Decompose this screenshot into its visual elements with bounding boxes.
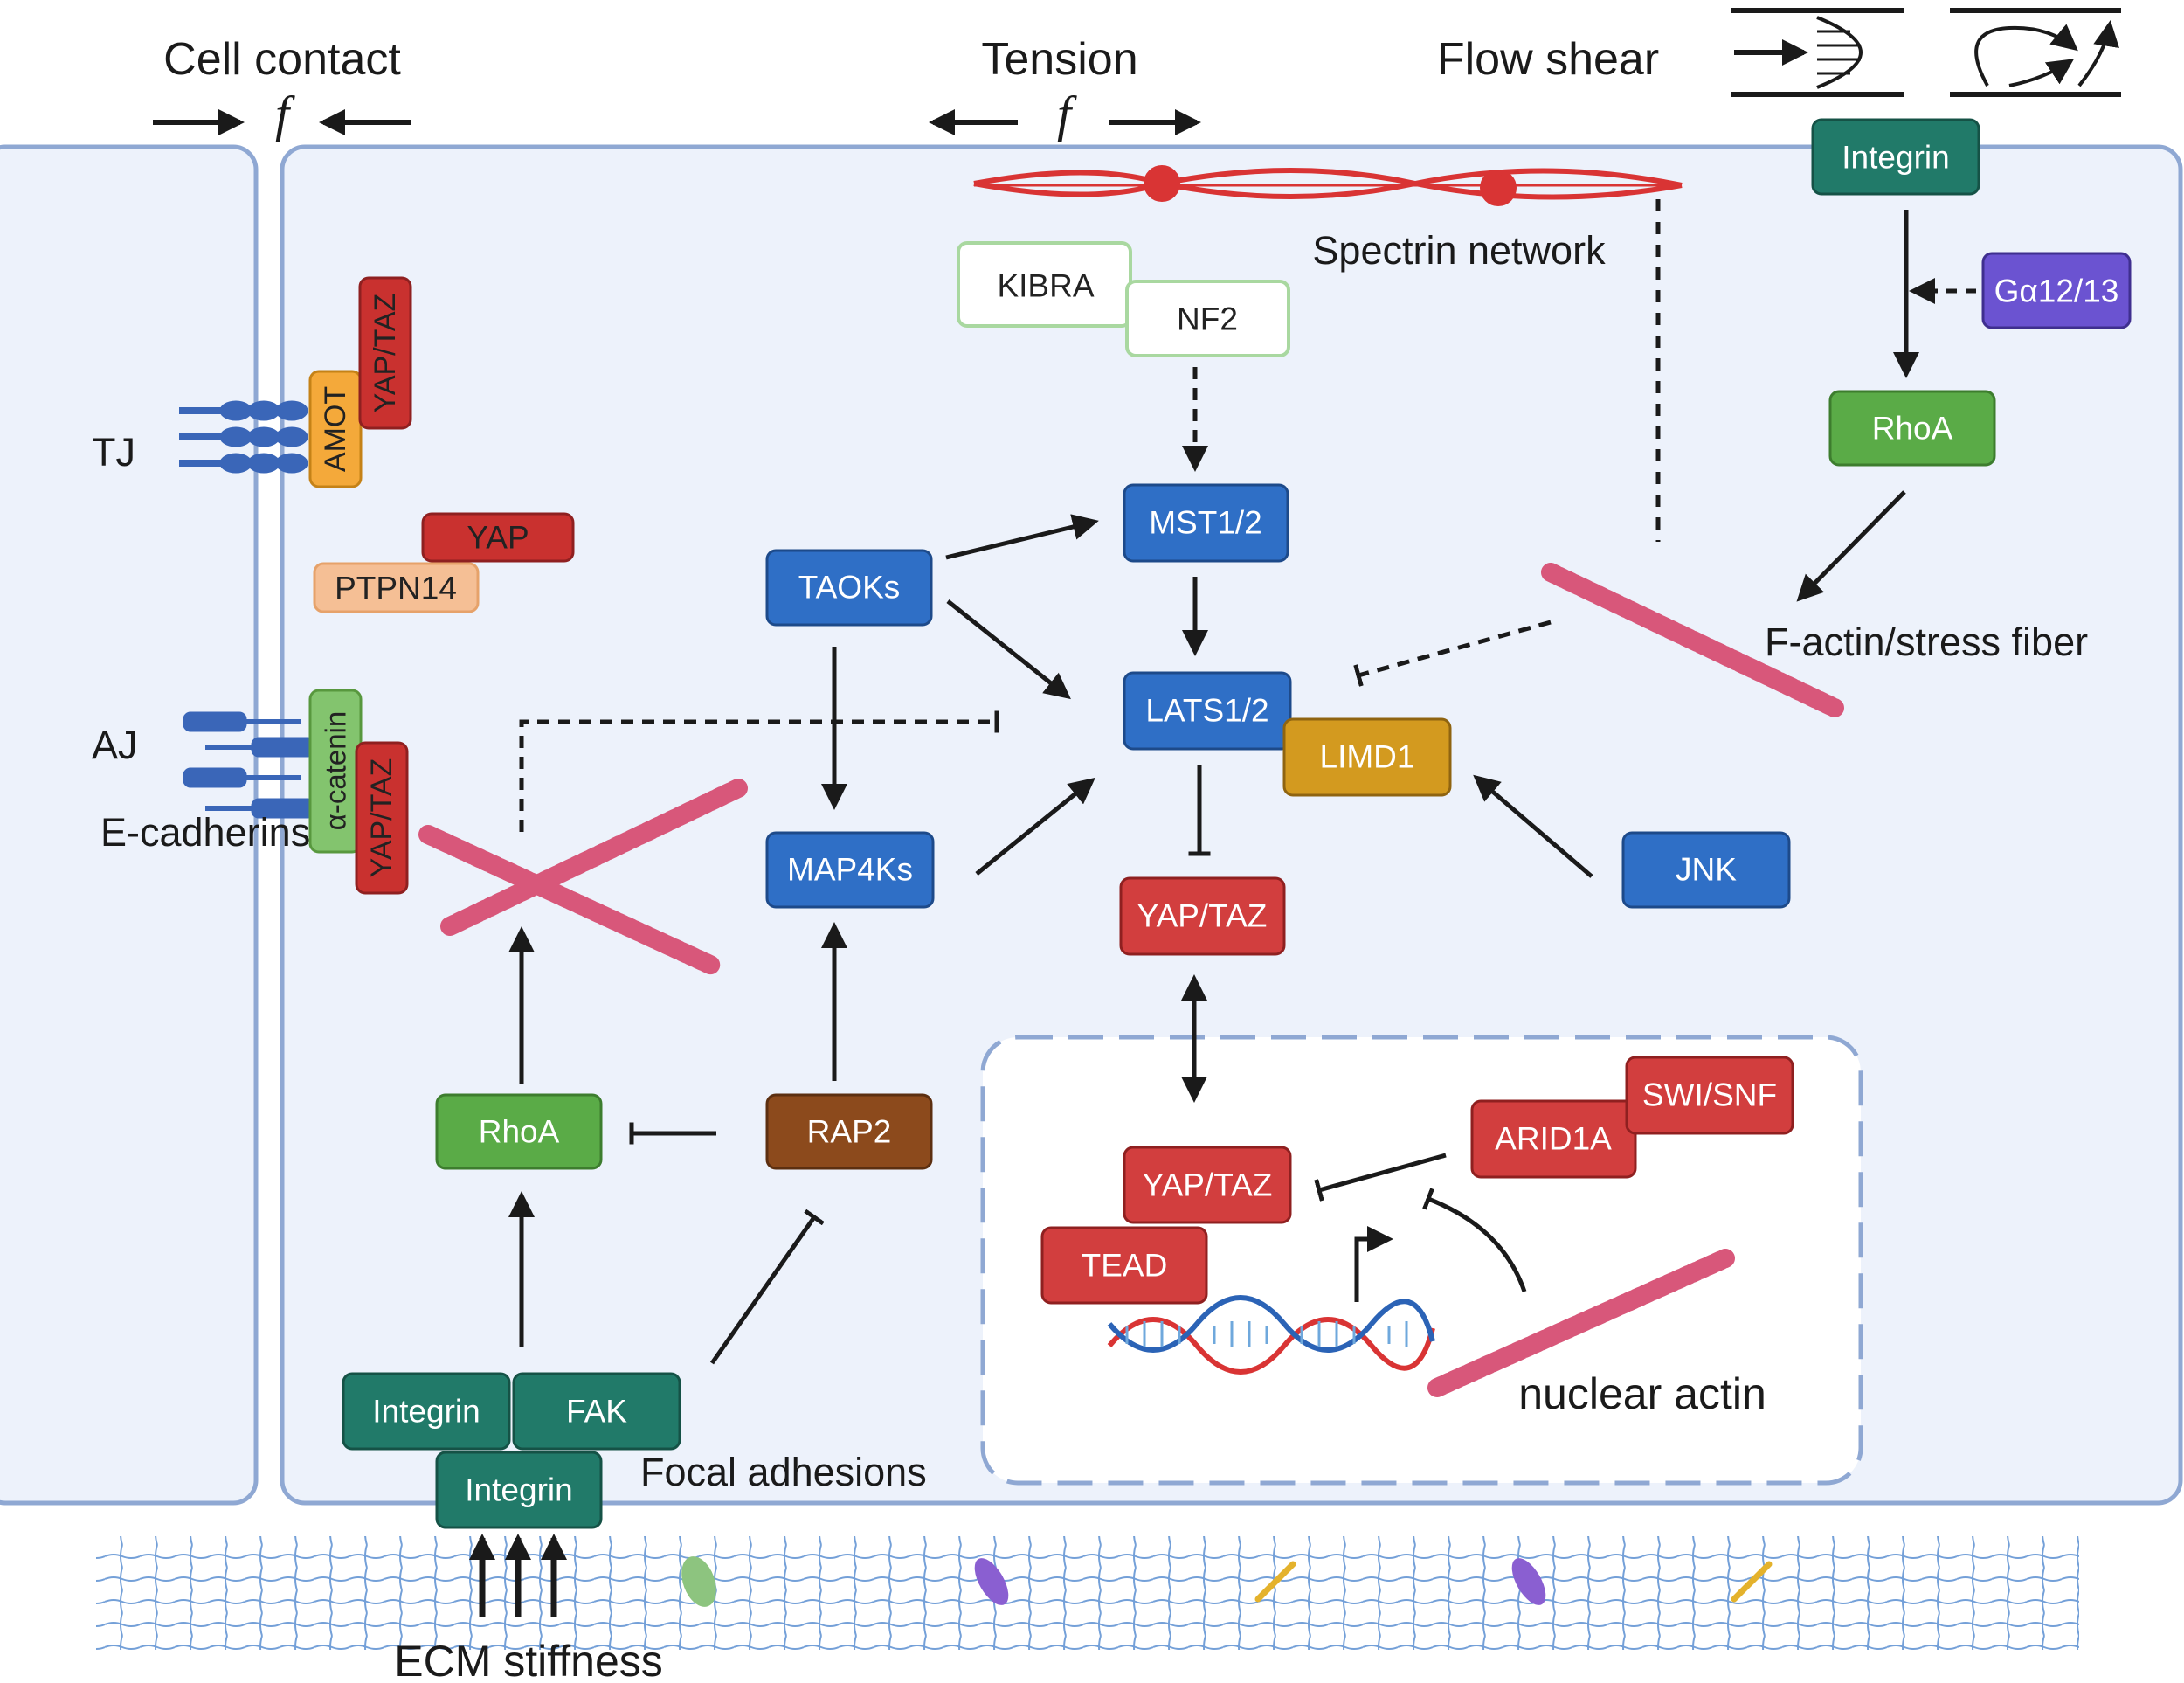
integrin-bottom-node: Integrin xyxy=(435,1451,603,1529)
svg-text:YAP/TAZ: YAP/TAZ xyxy=(365,758,398,878)
disturbed-flow-icon xyxy=(1950,8,2121,97)
rhoa-left-node: RhoA xyxy=(435,1093,603,1170)
cell-contact-force-symbol: f xyxy=(275,86,295,142)
svg-text:Integrin: Integrin xyxy=(1842,140,1949,176)
cell-contact-title: Cell contact xyxy=(163,34,401,85)
taoks-node: TAOKs xyxy=(765,549,933,627)
nuclear-actin-fiber xyxy=(1427,1249,1735,1397)
focal-adhesions-label: Focal adhesions xyxy=(640,1450,927,1494)
ecm-mesh xyxy=(96,1536,2079,1650)
svg-text:YAP/TAZ: YAP/TAZ xyxy=(369,294,402,413)
svg-text:FAK: FAK xyxy=(566,1394,627,1430)
lats12-node: LATS1/2 xyxy=(1123,671,1292,751)
tension-title: Tension xyxy=(981,34,1137,85)
ecm-stiffness-label: ECM stiffness xyxy=(394,1637,663,1683)
svg-text:PTPN14: PTPN14 xyxy=(335,571,457,606)
dna-helix xyxy=(1107,1295,1435,1375)
aj-label: AJ xyxy=(92,723,138,767)
ptpn14-node: PTPN14 xyxy=(313,562,480,613)
e-cadherins-label: E-cadherins xyxy=(100,810,310,855)
yaptaz-cytoplasm-node: YAP/TAZ xyxy=(1119,876,1286,956)
svg-text:Gα12/13: Gα12/13 xyxy=(1994,274,2119,309)
yaptaz-tj-node: YAP/TAZ xyxy=(358,276,412,430)
svg-text:NF2: NF2 xyxy=(1177,301,1238,337)
svg-text:MST1/2: MST1/2 xyxy=(1149,505,1262,541)
amot-node: AMOT xyxy=(308,370,363,488)
svg-text:Integrin: Integrin xyxy=(372,1394,480,1430)
arid1a-node: ARID1A xyxy=(1470,1099,1637,1179)
tead-node: TEAD xyxy=(1040,1226,1208,1305)
rap2-node: RAP2 xyxy=(765,1093,933,1170)
svg-text:KIBRA: KIBRA xyxy=(997,268,1094,304)
svg-text:TAOKs: TAOKs xyxy=(798,570,901,606)
f-actin-stress-fiber-label: F-actin/stress fiber xyxy=(1765,620,2088,664)
jnk-node: JNK xyxy=(1621,831,1791,909)
limd1-node: LIMD1 xyxy=(1282,717,1452,797)
tj-label: TJ xyxy=(92,430,135,474)
svg-text:JNK: JNK xyxy=(1676,852,1737,888)
stress-fiber-cross xyxy=(418,779,748,975)
svg-text:LIMD1: LIMD1 xyxy=(1320,739,1415,775)
alpha-catenin-node: α-catenin xyxy=(308,689,363,854)
nf2-node: NF2 xyxy=(1125,280,1290,357)
swi-snf-node: SWI/SNF xyxy=(1625,1056,1794,1135)
fak-node: FAK xyxy=(512,1372,681,1451)
svg-text:RhoA: RhoA xyxy=(479,1114,560,1150)
svg-text:RhoA: RhoA xyxy=(1872,411,1953,447)
pathway-edges xyxy=(508,210,1976,1365)
yaptaz-aj-node: YAP/TAZ xyxy=(355,741,409,895)
tension-force-symbol: f xyxy=(1057,86,1077,142)
svg-text:MAP4Ks: MAP4Ks xyxy=(787,852,913,888)
ecm-stiffness-arrows xyxy=(469,1534,567,1617)
integrin-left-node: Integrin xyxy=(342,1372,511,1451)
svg-text:YAP/TAZ: YAP/TAZ xyxy=(1137,898,1268,934)
mst12-node: MST1/2 xyxy=(1123,483,1289,563)
svg-text:TEAD: TEAD xyxy=(1082,1248,1168,1284)
tight-junction-proteins xyxy=(179,400,308,474)
svg-text:ARID1A: ARID1A xyxy=(1495,1121,1612,1157)
nuclear-actin-label: nuclear actin xyxy=(1518,1369,1766,1418)
kibra-node: KIBRA xyxy=(957,241,1132,328)
ga1213-node: Gα12/13 xyxy=(1981,252,2132,329)
spectrin-network-label: Spectrin network xyxy=(1312,228,1606,273)
adherens-junction-cadherins xyxy=(183,711,315,819)
svg-text:SWI/SNF: SWI/SNF xyxy=(1642,1077,1777,1113)
svg-text:RAP2: RAP2 xyxy=(807,1114,892,1150)
stress-fiber-right xyxy=(1541,563,1844,717)
rhoa-top-node: RhoA xyxy=(1828,390,1996,467)
flow-shear-title: Flow shear xyxy=(1437,34,1659,85)
spectrin-network xyxy=(973,165,1683,206)
yaptaz-nucleus-node: YAP/TAZ xyxy=(1123,1146,1292,1224)
svg-text:AMOT: AMOT xyxy=(319,386,352,472)
svg-text:YAP: YAP xyxy=(467,520,529,556)
integrin-top-node: Integrin xyxy=(1811,118,1980,196)
map4ks-node: MAP4Ks xyxy=(765,831,935,909)
neighbor-cell xyxy=(0,144,259,1506)
svg-text:LATS1/2: LATS1/2 xyxy=(1145,693,1268,729)
svg-text:α-catenin: α-catenin xyxy=(320,711,352,830)
svg-text:YAP/TAZ: YAP/TAZ xyxy=(1143,1167,1273,1203)
yap-node: YAP xyxy=(421,512,575,563)
transcription-start-arrow xyxy=(1354,1226,1393,1302)
laminar-flow-icon xyxy=(1731,8,1904,97)
svg-text:Integrin: Integrin xyxy=(465,1472,572,1508)
